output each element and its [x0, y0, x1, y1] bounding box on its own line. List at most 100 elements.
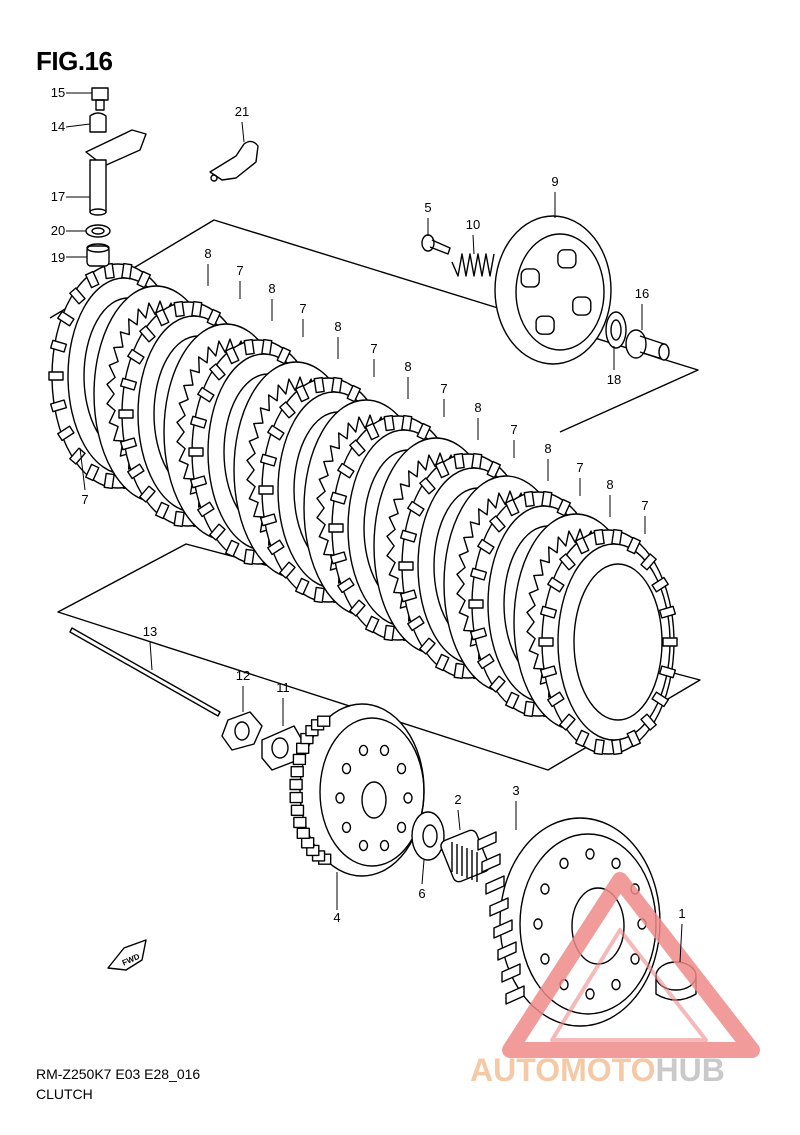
- callout-number-c17: 17: [51, 189, 65, 204]
- callout-number-p7e: 7: [440, 381, 447, 396]
- callout-number-c9: 9: [551, 174, 558, 189]
- callout-number-p8d: 8: [404, 359, 411, 374]
- callout-c3: 3: [512, 783, 520, 830]
- leader-line: [79, 447, 86, 491]
- bracket-21: [209, 140, 259, 182]
- clutch-spring-10: [451, 253, 495, 277]
- callout-p8a: 8: [204, 246, 212, 286]
- leader-line: [149, 641, 153, 671]
- callout-c14: 14: [51, 119, 91, 134]
- bolt-15: [91, 87, 109, 101]
- callout-p7e: 7: [440, 381, 448, 417]
- clamp-14: [89, 112, 107, 133]
- callout-number-p7d: 7: [370, 341, 377, 356]
- push-piece-16: [625, 329, 670, 361]
- callout-c9: 9: [551, 174, 559, 218]
- nut-12: [221, 711, 263, 751]
- callout-c11: 11: [276, 680, 290, 726]
- callout-number-p8a: 8: [204, 246, 211, 261]
- callout-number-c4: 4: [333, 910, 340, 925]
- callout-number-c18: 18: [607, 372, 621, 387]
- pressure-plate-9: [494, 215, 612, 365]
- callout-c20: 20: [51, 223, 86, 238]
- callout-number-p7a: 7: [81, 492, 88, 507]
- callout-c6: 6: [418, 859, 426, 901]
- clutch-sleeve-hub-4: [289, 703, 425, 877]
- watermark-part-2: HUB: [655, 1052, 725, 1088]
- needle-bearing-2: [440, 829, 490, 883]
- leader-line: [679, 923, 683, 963]
- leader-line: [421, 859, 425, 885]
- primary-driven-gear-housing-3: [477, 817, 661, 1027]
- thrust-washer-6: [411, 811, 445, 861]
- leader-line: [241, 121, 245, 143]
- callout-number-p7f: 7: [510, 422, 517, 437]
- watermark-triangle-icon: [502, 872, 760, 1058]
- callout-p7b: 7: [236, 263, 244, 299]
- release-shaft-17: [89, 159, 107, 213]
- callout-number-p7h: 7: [641, 498, 648, 513]
- callout-p8g: 8: [606, 477, 614, 517]
- callout-c4: 4: [333, 872, 341, 925]
- callout-number-c19: 19: [51, 250, 65, 265]
- callout-c5: 5: [424, 200, 432, 236]
- bolt-15-shank: [95, 99, 105, 111]
- callout-c15: 15: [51, 85, 92, 100]
- callout-p7a: 7: [79, 447, 89, 507]
- callout-p8f: 8: [544, 441, 552, 481]
- callout-p8e: 8: [474, 400, 482, 440]
- callout-number-p8c: 8: [334, 319, 341, 334]
- bolt-5: [421, 234, 451, 255]
- callout-number-p8b: 8: [268, 281, 275, 296]
- callout-c21: 21: [235, 104, 249, 143]
- callout-number-p7b: 7: [236, 263, 243, 278]
- callout-number-c3: 3: [512, 783, 519, 798]
- callout-c17: 17: [51, 189, 90, 204]
- callout-c12: 12: [236, 668, 250, 712]
- friction-plate-8: [538, 528, 678, 756]
- callout-number-p7g: 7: [576, 460, 583, 475]
- callout-p8b: 8: [268, 281, 276, 321]
- bearing-19: [86, 245, 110, 267]
- figure-caption: CLUTCH: [36, 1086, 93, 1102]
- callout-p8c: 8: [334, 319, 342, 359]
- callout-p8d: 8: [404, 359, 412, 399]
- fwd-arrow-icon: [107, 939, 147, 971]
- callout-p7f: 7: [510, 422, 518, 458]
- watermark-text: AUTOMOTOHUB: [470, 1052, 725, 1089]
- oil-seal-20: [85, 224, 111, 238]
- callout-number-c13: 13: [143, 624, 157, 639]
- callout-number-p7c: 7: [299, 301, 306, 316]
- callout-number-c11: 11: [276, 680, 290, 695]
- bearing-18: [605, 311, 627, 349]
- callout-number-c20: 20: [51, 223, 65, 238]
- callout-number-c1: 1: [678, 906, 685, 921]
- callout-p7c: 7: [299, 301, 307, 337]
- callout-c13: 13: [143, 624, 157, 671]
- callout-number-c6: 6: [418, 886, 425, 901]
- push-rod-13: [69, 627, 221, 717]
- figure-code: RM-Z250K7 E03 E28_016: [36, 1066, 201, 1082]
- callout-number-c2: 2: [454, 792, 461, 807]
- callout-c19: 19: [51, 250, 87, 265]
- callout-c16: 16: [635, 286, 649, 330]
- callout-number-c14: 14: [51, 119, 65, 134]
- callout-number-c5: 5: [424, 200, 431, 215]
- callout-number-p8e: 8: [474, 400, 481, 415]
- callout-number-c16: 16: [635, 286, 649, 301]
- figure-title: FIG.16: [36, 46, 113, 76]
- callout-p7g: 7: [576, 460, 584, 496]
- callout-p7d: 7: [370, 341, 378, 377]
- callout-number-c21: 21: [235, 104, 249, 119]
- callout-c10: 10: [466, 217, 480, 255]
- leader-line: [472, 234, 475, 255]
- callout-number-p8f: 8: [544, 441, 551, 456]
- callout-c1: 1: [678, 906, 686, 963]
- callout-number-c12: 12: [236, 668, 250, 683]
- leader-line: [65, 123, 91, 128]
- callout-c18: 18: [607, 346, 621, 387]
- leader-line: [457, 809, 461, 831]
- watermark-part-1: AUTOMOTO: [470, 1052, 656, 1088]
- callout-number-c10: 10: [466, 217, 480, 232]
